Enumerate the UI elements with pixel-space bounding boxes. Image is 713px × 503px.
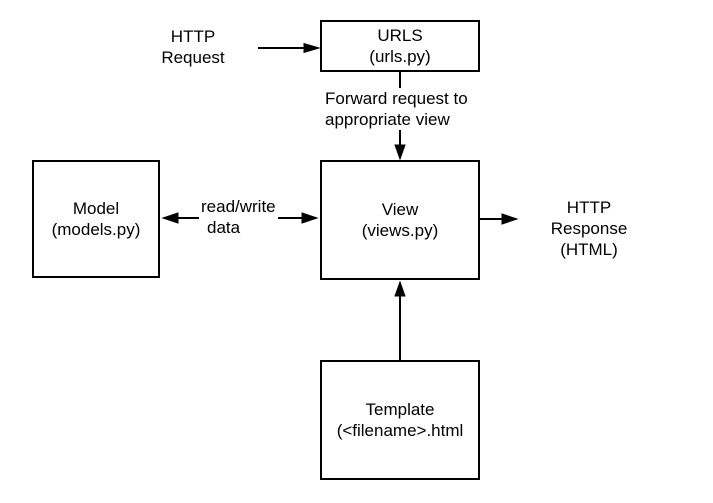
- http-request-label-line2: Request: [161, 48, 225, 67]
- node-model-subtitle: (models.py): [51, 220, 141, 239]
- read-write-data-label-line2: data: [207, 218, 241, 237]
- forward-request-label: Forward request to appropriate view: [325, 88, 487, 130]
- node-urls: URLS (urls.py): [320, 20, 480, 72]
- node-view-title: View: [381, 200, 419, 219]
- node-view-subtitle: (views.py): [361, 221, 439, 240]
- http-response-label-line1: HTTP Response: [550, 198, 628, 238]
- forward-request-label-line2: appropriate view: [325, 110, 450, 129]
- arrow-template-to-view: [394, 280, 406, 360]
- arrow-view-to-http-response: [480, 213, 519, 225]
- forward-request-label-line1: Forward request to: [325, 89, 468, 108]
- http-response-label-line2: (HTML): [560, 240, 618, 259]
- http-response-label: HTTP Response (HTML): [528, 197, 650, 260]
- http-request-label: HTTP Request: [145, 26, 241, 68]
- read-write-data-label: read/write data: [199, 196, 278, 238]
- node-model: Model (models.py): [32, 160, 160, 278]
- node-model-title: Model: [72, 199, 120, 218]
- node-template: Template (<filename>.html: [320, 360, 480, 480]
- node-urls-title: URLS: [377, 26, 423, 45]
- node-view: View (views.py): [320, 160, 480, 280]
- read-write-data-label-line1: read/write: [201, 197, 276, 216]
- node-urls-subtitle: (urls.py): [369, 47, 431, 66]
- http-request-label-line1: HTTP: [170, 27, 216, 46]
- node-template-title: Template: [365, 400, 435, 419]
- node-template-subtitle: (<filename>.html: [336, 421, 464, 440]
- arrow-http-request-to-urls: [258, 42, 321, 54]
